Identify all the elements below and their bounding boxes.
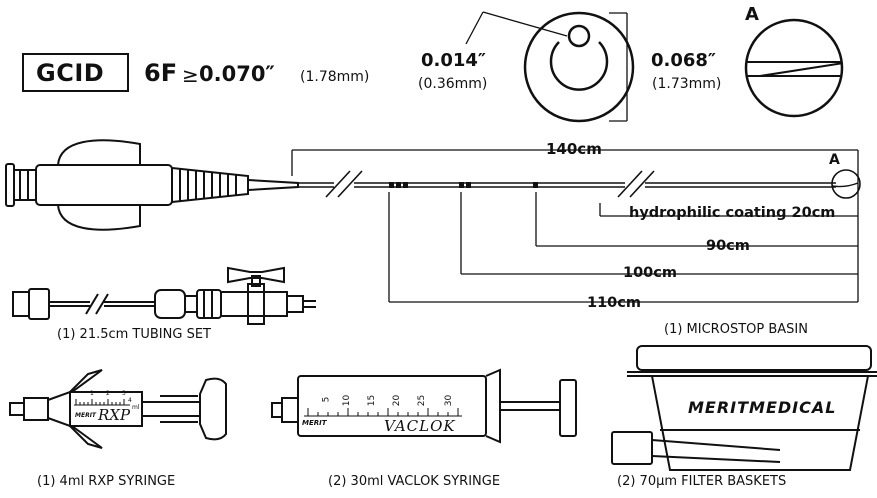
outer-diameter-mm: (1.73mm) (652, 76, 722, 92)
wire-diameter-mm: (0.36mm) (418, 76, 488, 92)
vaclok-scale-5: 5 (321, 396, 332, 403)
basin-caption: (1) MICROSTOP BASIN (664, 322, 808, 337)
rxp-syringe-icon (9, 369, 227, 449)
tubing-set-icon (12, 266, 316, 325)
marker-100cm-label: 100cm (620, 266, 680, 281)
rxp-scale-1: 1 (90, 390, 94, 397)
id-symbol: ≥ (182, 63, 199, 87)
detail-a-label: A (745, 4, 759, 25)
cross-section-icon (465, 11, 635, 123)
french-size: 6F (144, 59, 178, 87)
rxp-scale-2: 2 (106, 390, 110, 397)
vaclok-scale-30: 30 (444, 394, 455, 407)
tip-detail-icon (744, 18, 844, 118)
gcid-badge-text: GCID (36, 59, 105, 87)
rxp-scale-4: 4 (128, 397, 132, 404)
rxp-scale (74, 399, 130, 406)
catheter-hub-icon (5, 139, 299, 231)
rxp-scale-ml: ml (132, 404, 140, 411)
catheter-shaft (298, 169, 861, 199)
rxp-maker: MERIT (75, 412, 97, 419)
vaclok-scale-10: 10 (342, 394, 353, 407)
rxp-brand: RXP (98, 406, 131, 424)
vaclok-brand: VACLOK (384, 417, 456, 435)
gcid-badge (22, 53, 129, 92)
dimension-lines (291, 149, 859, 303)
vaclok-caption: (2) 30ml VACLOK SYRINGE (328, 474, 501, 489)
vaclok-scale-15: 15 (367, 394, 378, 407)
outer-diameter-inch: 0.068″ (651, 50, 716, 71)
vaclok-syringe-icon (271, 368, 577, 444)
tubing-caption: (1) 21.5cm TUBING SET (57, 327, 211, 342)
vaclok-scale-20: 20 (392, 394, 403, 407)
vaclok-maker: MERIT (302, 419, 327, 427)
tip-detail-label: A (829, 152, 840, 168)
filter-caption: (2) 70µm FILTER BASKETS (617, 474, 787, 489)
inner-diameter-inch: 0.070″ (199, 62, 275, 86)
basin-brand-logo: MERITMEDICAL (688, 398, 837, 417)
vaclok-scale (304, 408, 462, 417)
rxp-scale-3: 3 (122, 390, 126, 397)
inner-diameter-mm: (1.78mm) (300, 69, 370, 85)
marker-110cm-label: 110cm (584, 296, 644, 311)
microstop-basin-icon (611, 345, 877, 471)
wire-diameter-inch: 0.014″ (421, 50, 486, 71)
vaclok-scale-25: 25 (417, 394, 428, 407)
rxp-caption: (1) 4ml RXP SYRINGE (37, 474, 176, 489)
